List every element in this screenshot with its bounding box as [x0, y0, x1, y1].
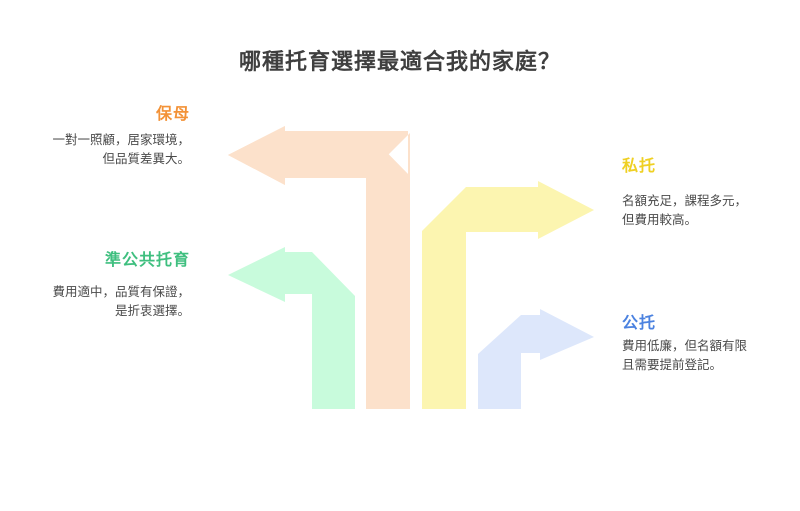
- option-description-public: 費用低廉，但名額有限 且需要提前登記。: [622, 339, 748, 373]
- arrow-public: [478, 309, 594, 409]
- option-label-nanny: 保母: [155, 106, 190, 123]
- arrow-quasi-public: [228, 247, 355, 409]
- arrow-public-body: [478, 309, 594, 409]
- option-label-quasi-public: 準公共托育: [104, 252, 190, 269]
- option-description-nanny: 一對一照顧，居家環境， 但品質差異大。: [52, 133, 190, 167]
- option-description-quasi-public: 費用適中，品質有保證， 是折衷選擇。: [52, 285, 190, 319]
- arrow-nanny: [228, 126, 410, 409]
- option-label-private: 私托: [622, 158, 657, 175]
- arrow-nanny-body: [228, 126, 410, 409]
- option-label-public: 公托: [622, 315, 657, 332]
- arrow-private: [422, 181, 594, 409]
- option-description-private: 名額充足，課程多元， 但費用較高。: [622, 194, 748, 228]
- arrow-quasi-public-body: [228, 247, 355, 409]
- page-title: 哪種托育選擇最適合我的家庭？: [238, 49, 561, 74]
- arrow-private-body: [422, 181, 594, 409]
